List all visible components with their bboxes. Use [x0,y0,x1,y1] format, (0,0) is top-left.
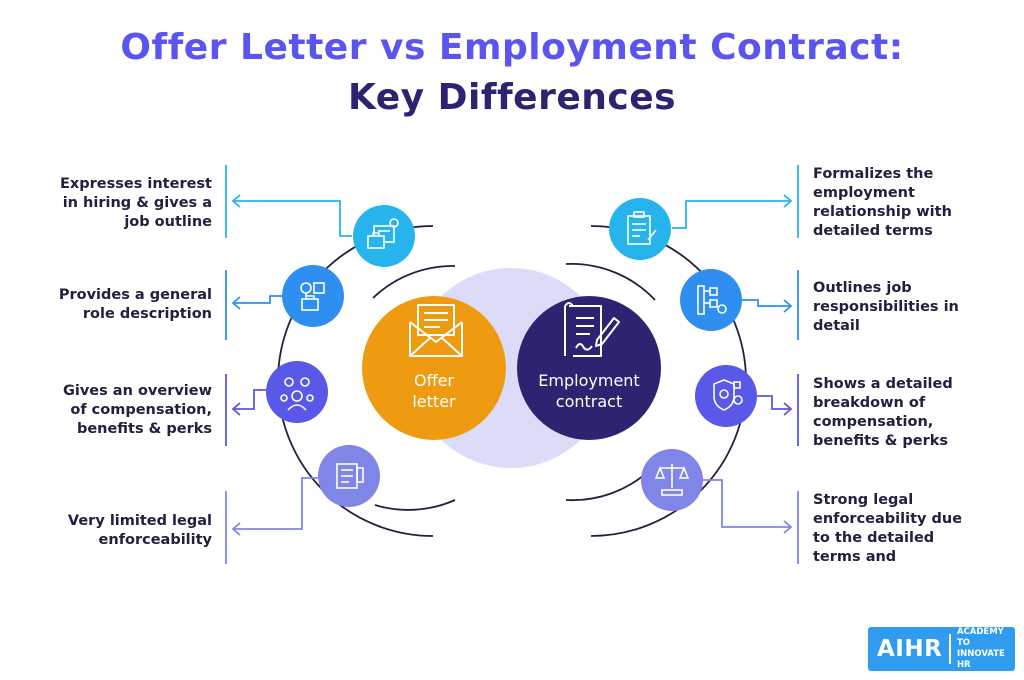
legal-document-icon [336,463,364,489]
left-item-3-line-3: benefits & perks [76,421,212,437]
right-item-3: Shows a detailed breakdown of compensati… [813,375,993,451]
left-icon-circle-2 [282,265,344,327]
right-item-2-line-1: Outlines job [813,280,912,296]
left-item-4-line-2: enforceability [98,532,212,548]
scales-gavel-icon [654,464,690,496]
right-item-2-line-3: detail [813,318,860,334]
left-connector-1-arrow [231,194,241,208]
right-icon-circle-3 [695,365,757,427]
left-inner-arc-top [372,265,456,299]
right-item-4-line-4: terms and [813,549,897,565]
right-connector-3-arrow [783,402,793,416]
briefcase-resume-icon [367,218,399,249]
right-connectors [672,165,799,564]
left-icon-circle-3 [266,361,328,423]
right-item-4: Strong legal enforceability due to the d… [813,491,993,567]
aihr-logo-badge: AIHR ACADEMY TO INNOVATE HR [868,627,1015,671]
employment-contract-label: Employment contract [529,370,649,412]
left-connectors [225,165,352,564]
right-item-2-line-2: responsibilities in [813,299,959,315]
right-icon-circle-1 [609,198,671,260]
left-connector-2 [233,295,282,304]
signed-document-icon [564,302,620,357]
left-item-3: Gives an overview of compensation, benef… [40,382,212,439]
compensation-team-icon [280,377,314,411]
right-connector-1-arrow [783,194,793,208]
right-connector-4-arrow [783,520,793,534]
employment-contract-circle [517,296,661,440]
right-icon-circle-4 [641,449,703,511]
right-item-4-line-3: to the detailed [813,530,935,546]
envelope-letter-icon [409,304,463,357]
logo-tagline-line-1: ACADEMY TO [956,627,1004,648]
left-connector-1 [233,200,352,237]
left-item-1-line-1: Expresses interest [59,176,212,192]
offer-letter-circle [362,296,506,440]
left-item-4: Very limited legal enforceability [40,512,212,550]
employment-contract-label-line-1: Employment [538,371,640,390]
left-icon-circle-1 [353,205,415,267]
offer-letter-label-line-1: Offer [413,371,455,390]
offer-letter-label-line-2: letter [412,392,456,411]
left-item-4-line-1: Very limited legal [67,513,212,529]
left-item-2-line-2: role description [82,306,212,322]
left-item-1-line-3: job outline [124,214,212,230]
right-item-3-line-4: benefits & perks [813,433,949,449]
page-title-line-2: Key Differences [347,77,677,118]
left-item-2-line-1: Provides a general [58,287,212,303]
left-item-3-line-2: of compensation, [70,402,212,418]
right-inner-arc-top [565,263,656,301]
right-item-1-line-4: detailed terms [813,223,933,239]
task-flow-icon [697,285,727,315]
left-item-3-line-1: Gives an overview [62,383,212,399]
right-connector-2-arrow [783,299,793,313]
page-title-line-1: Offer Letter vs Employment Contract: [120,27,904,68]
right-item-4-line-1: Strong legal [813,492,914,508]
left-connector-3 [233,389,266,410]
right-inner-arc-bottom [565,469,651,502]
right-item-1-line-3: relationship with [813,204,952,220]
right-connector-1 [672,200,791,229]
employment-contract-label-line-2: contract [555,392,623,411]
right-connector-3 [757,395,791,410]
right-item-3-line-2: breakdown of [813,395,926,411]
aihr-logo: AIHR [877,636,943,662]
offer-letter-label: Offer letter [384,370,484,412]
clipboard-checklist-icon [627,211,657,245]
left-connector-3-arrow [231,402,241,416]
right-item-2: Outlines job responsibilities in detail [813,279,993,336]
logo-tagline: ACADEMY TO INNOVATE HR [951,627,1015,671]
left-item-1: Expresses interest in hiring & gives a j… [40,175,212,232]
right-item-1-line-2: employment [813,185,915,201]
logo-divider [949,634,951,664]
role-description-icon [300,282,325,311]
right-item-3-line-1: Shows a detailed [813,376,953,392]
left-item-2: Provides a general role description [40,286,212,324]
right-item-1: Formalizes the employment relationship w… [813,165,993,241]
left-connector-4 [233,477,318,530]
right-connector-2 [742,299,791,307]
left-icon-circle-4 [318,445,380,507]
left-connector-2-arrow [231,296,241,310]
right-item-4-line-2: enforceability due [813,511,963,527]
left-item-1-line-2: in hiring & gives a [62,195,212,211]
left-connector-4-arrow [231,522,241,536]
right-item-3-line-3: compensation, [813,414,934,430]
right-connector-4 [703,479,791,528]
benefits-shield-icon [713,379,743,411]
right-icon-circle-2 [680,269,742,331]
left-inner-arc-bottom [374,499,456,511]
logo-tagline-line-2: INNOVATE HR [956,649,1005,670]
right-item-1-line-1: Formalizes the [813,166,934,182]
